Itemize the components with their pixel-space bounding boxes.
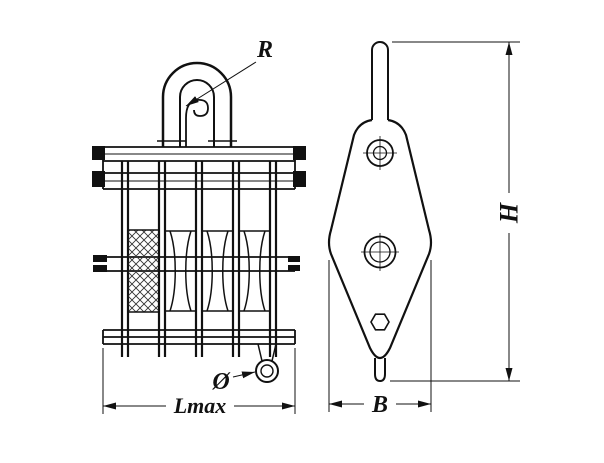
top-plate-inner-lines — [103, 153, 295, 182]
label-width: B — [371, 392, 388, 418]
dimension-lmax: Lmax — [102, 348, 296, 418]
label-radius: R — [256, 37, 273, 63]
dimension-b: B — [328, 260, 432, 418]
bolt-head — [293, 146, 306, 160]
stem-outline — [371, 41, 389, 120]
bolt-head — [92, 171, 105, 187]
top-plate-assembly — [92, 146, 306, 190]
top-hole-centerlines — [363, 136, 397, 170]
axle-nut — [288, 256, 300, 262]
h-extension-lines — [390, 41, 520, 382]
bottom-stub — [374, 358, 386, 383]
hook-curl — [185, 99, 209, 147]
label-lmax: Lmax — [173, 393, 227, 418]
stub-cap — [374, 373, 386, 383]
hex-nut — [370, 313, 390, 331]
label-height: H — [495, 202, 524, 224]
dimension-h: H — [390, 41, 524, 382]
axle-nut — [93, 255, 107, 262]
sheave-rims — [165, 230, 270, 312]
stub-sides — [374, 358, 386, 374]
center-hole-centerlines — [361, 233, 399, 271]
diameter-leader-line — [232, 371, 256, 379]
eye-inner-circle — [260, 364, 274, 378]
swivel-stem — [371, 41, 389, 120]
eye-outer-circle — [255, 359, 279, 383]
sheave-section-hatched — [127, 229, 160, 313]
side-plate-outline — [327, 118, 433, 360]
sheave-grooves — [169, 230, 266, 312]
becket-eye — [255, 343, 279, 383]
axle-nut — [93, 265, 107, 272]
b-extension-lines — [328, 260, 432, 412]
radius-leader-line — [185, 61, 257, 107]
bolt-head — [92, 146, 105, 160]
bottom-plate — [102, 329, 296, 345]
leader-radius: R — [185, 37, 273, 107]
top-axle-hole — [363, 136, 397, 170]
top-plate-lines — [102, 146, 296, 190]
shackle-inner-bow — [179, 79, 215, 147]
label-diameter: Ø — [211, 369, 231, 395]
center-axle-hole — [361, 233, 399, 271]
side-view — [327, 41, 433, 383]
axle-nut — [288, 265, 300, 271]
dimensions: R Ø Lmax H B — [102, 37, 524, 418]
leader-diameter: Ø — [211, 369, 256, 395]
shackle — [157, 61, 237, 147]
eye-bracket — [257, 343, 277, 362]
sheaves — [165, 230, 270, 312]
shackle-outer-bow — [161, 61, 233, 147]
bolt-head — [293, 171, 306, 187]
front-view — [92, 61, 306, 383]
